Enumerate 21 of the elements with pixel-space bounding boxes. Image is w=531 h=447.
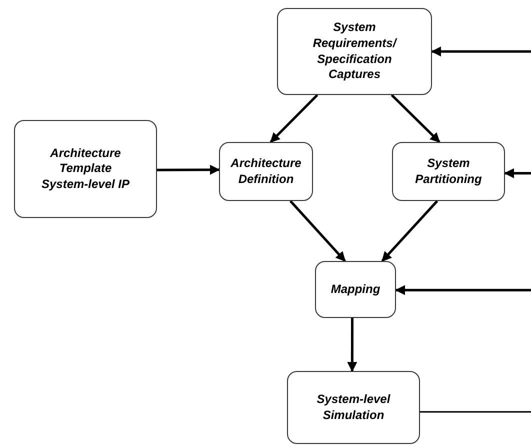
- arrow: [431, 46, 531, 56]
- box-label: System Requirements/ Specification Captures: [312, 20, 398, 83]
- process-box: [219, 142, 313, 201]
- process-box: [392, 142, 505, 201]
- arrow: [270, 94, 318, 143]
- arrow: [381, 200, 438, 262]
- box-label: Architecture Template System-level IP: [40, 146, 131, 192]
- process-box: [287, 371, 420, 444]
- box-label: Mapping: [330, 282, 380, 298]
- arrow: [157, 164, 220, 175]
- arrow: [504, 168, 531, 178]
- arrow: [390, 94, 440, 143]
- process-box: [315, 261, 396, 318]
- process-box: [277, 8, 432, 95]
- arrow: [395, 285, 531, 296]
- box-label: Architecture Definition: [230, 156, 302, 188]
- arrow: [347, 318, 358, 372]
- box-label: System Partitioning: [414, 156, 483, 188]
- process-box: [14, 120, 157, 218]
- arrow: [290, 200, 346, 262]
- box-label: System-level Simulation: [316, 392, 392, 424]
